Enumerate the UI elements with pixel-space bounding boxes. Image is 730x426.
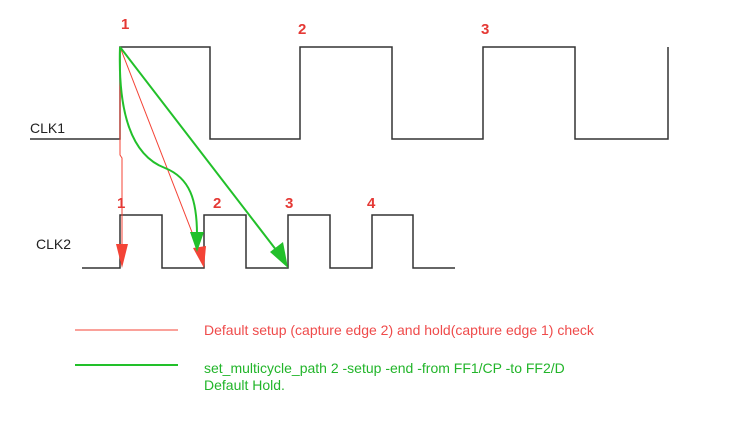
multicycle-hold-arrowhead — [190, 232, 204, 252]
multicycle-setup-arrow — [119, 46, 281, 256]
legend-green-line2: Default Hold. — [204, 377, 285, 393]
multicycle-hold-curve — [118, 46, 198, 236]
clk1-label: CLK1 — [30, 120, 66, 136]
clk2-label: CLK2 — [36, 236, 72, 252]
hold-arrowhead — [116, 244, 128, 268]
setup-check-arrow — [119, 46, 203, 259]
clk1-edge-label: 2 — [298, 21, 307, 38]
clk2-edge-label: 3 — [285, 195, 294, 212]
clk2-edge-label: 1 — [117, 195, 126, 212]
clk2-waveform — [82, 214, 455, 269]
hold-check-arrow — [119, 47, 123, 255]
multicycle-setup-arrowhead — [270, 242, 288, 268]
clk1-waveform — [30, 46, 669, 140]
legend-red-text: Default setup (capture edge 2) and hold(… — [204, 322, 594, 338]
legend-green-text: set_multicycle_path 2 -setup -end -from … — [204, 360, 565, 394]
setup-arrowhead — [193, 246, 206, 268]
clk2-edge-label: 4 — [367, 195, 376, 212]
clk1-edge-label: 1 — [121, 16, 130, 33]
clk1-edge-label: 3 — [481, 21, 490, 38]
clk2-edge-label: 2 — [213, 195, 222, 212]
legend-green-line1: set_multicycle_path 2 -setup -end -from … — [204, 360, 565, 376]
